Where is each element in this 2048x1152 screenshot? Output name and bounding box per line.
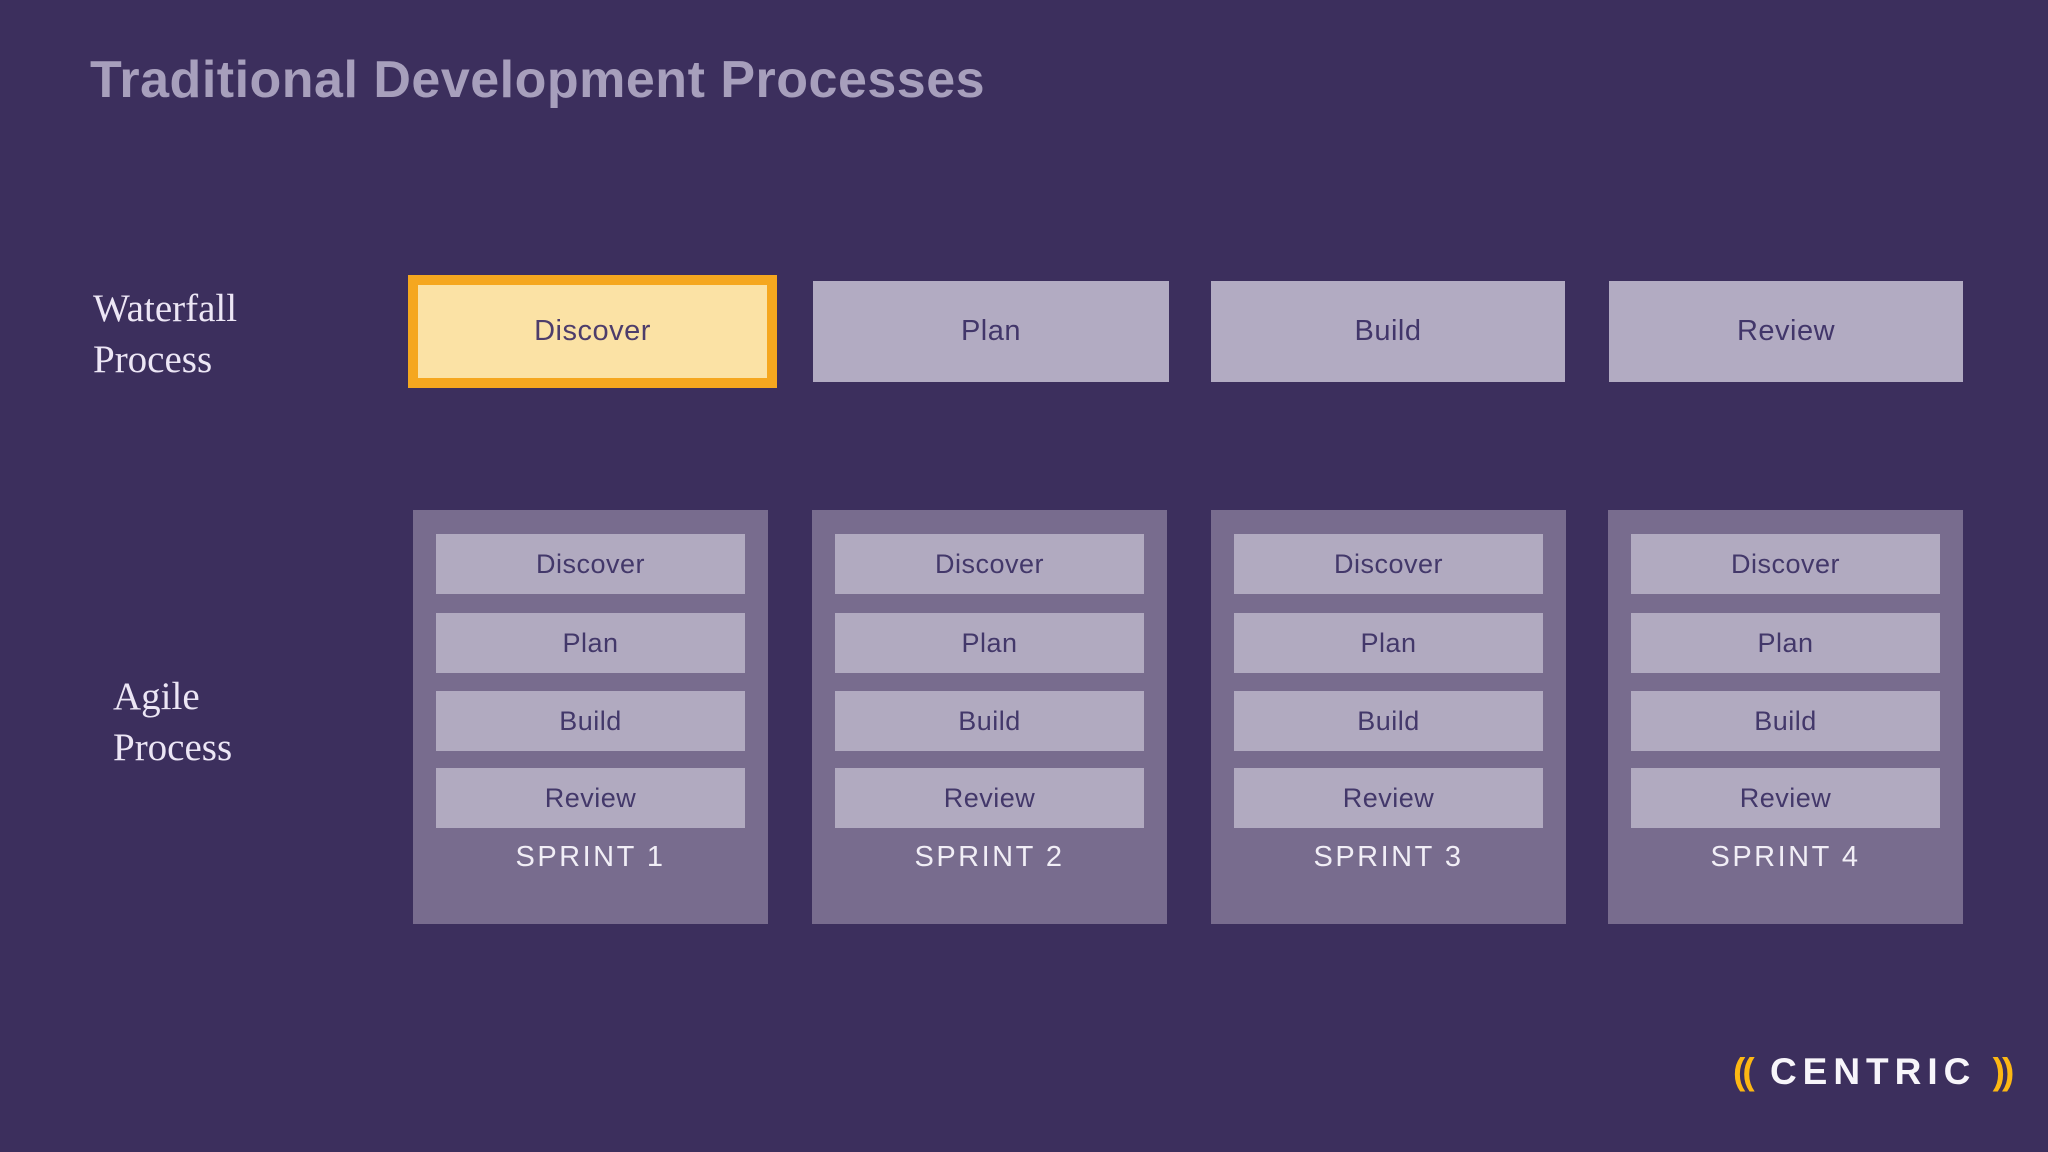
waterfall-stage-discover-label: Discover bbox=[534, 315, 651, 347]
sprint-3-name: SPRINT 3 bbox=[1313, 841, 1464, 873]
sprint-1-stage-plan: Plan bbox=[436, 613, 745, 673]
agile-process-label: Agile Process bbox=[113, 675, 233, 769]
sprint-2-stage-build: Build bbox=[835, 691, 1144, 751]
waterfall-stage-discover: Discover bbox=[408, 275, 777, 388]
waterfall-stage-build-label: Build bbox=[1354, 315, 1422, 347]
sprint-2-stage-discover: Discover bbox=[835, 534, 1144, 594]
sprint-1-stage-review: Review bbox=[436, 768, 745, 828]
page-title: Traditional Development Processes bbox=[90, 51, 986, 109]
sprint-3-stage-discover: Discover bbox=[1234, 534, 1543, 594]
sprint-1-stage-build: Build bbox=[436, 691, 745, 751]
sprint-1-name: SPRINT 1 bbox=[515, 841, 666, 873]
waterfall-stage-review-label: Review bbox=[1736, 315, 1836, 347]
sprint-4-panel: Discover Plan Build Review SPRINT 4 bbox=[1608, 510, 1963, 924]
sprint-4-stage-build: Build bbox=[1631, 691, 1940, 751]
sprint-2-panel: Discover Plan Build Review SPRINT 2 bbox=[812, 510, 1167, 924]
sprint-2-stage-review: Review bbox=[835, 768, 1144, 828]
sprint-2-name: SPRINT 2 bbox=[914, 841, 1065, 873]
waterfall-stage-build: Build bbox=[1211, 281, 1565, 382]
waterfall-stage-review: Review bbox=[1609, 281, 1963, 382]
sprint-1-panel: Discover Plan Build Review SPRINT 1 bbox=[413, 510, 768, 924]
logo-right-parens: )) bbox=[1992, 1051, 2015, 1092]
logo-left-parens: (( bbox=[1733, 1051, 1755, 1092]
waterfall-stage-plan: Plan bbox=[813, 281, 1169, 382]
sprint-4-stage-discover: Discover bbox=[1631, 534, 1940, 594]
sprint-1-stage-discover: Discover bbox=[436, 534, 745, 594]
sprint-3-stage-plan: Plan bbox=[1234, 613, 1543, 673]
sprint-4-name: SPRINT 4 bbox=[1710, 841, 1861, 873]
sprint-4-stage-review: Review bbox=[1631, 768, 1940, 828]
waterfall-process-label: Waterfall Process bbox=[93, 287, 238, 381]
centric-logo: (( CENTRIC )) bbox=[1733, 1051, 2015, 1093]
sprint-3-stage-review: Review bbox=[1234, 768, 1543, 828]
waterfall-stage-plan-label: Plan bbox=[960, 315, 1022, 347]
sprint-3-stage-build: Build bbox=[1234, 691, 1543, 751]
sprint-3-panel: Discover Plan Build Review SPRINT 3 bbox=[1211, 510, 1566, 924]
sprint-2-stage-plan: Plan bbox=[835, 613, 1144, 673]
sprint-4-stage-plan: Plan bbox=[1631, 613, 1940, 673]
logo-wordmark: CENTRIC bbox=[1769, 1051, 1977, 1092]
